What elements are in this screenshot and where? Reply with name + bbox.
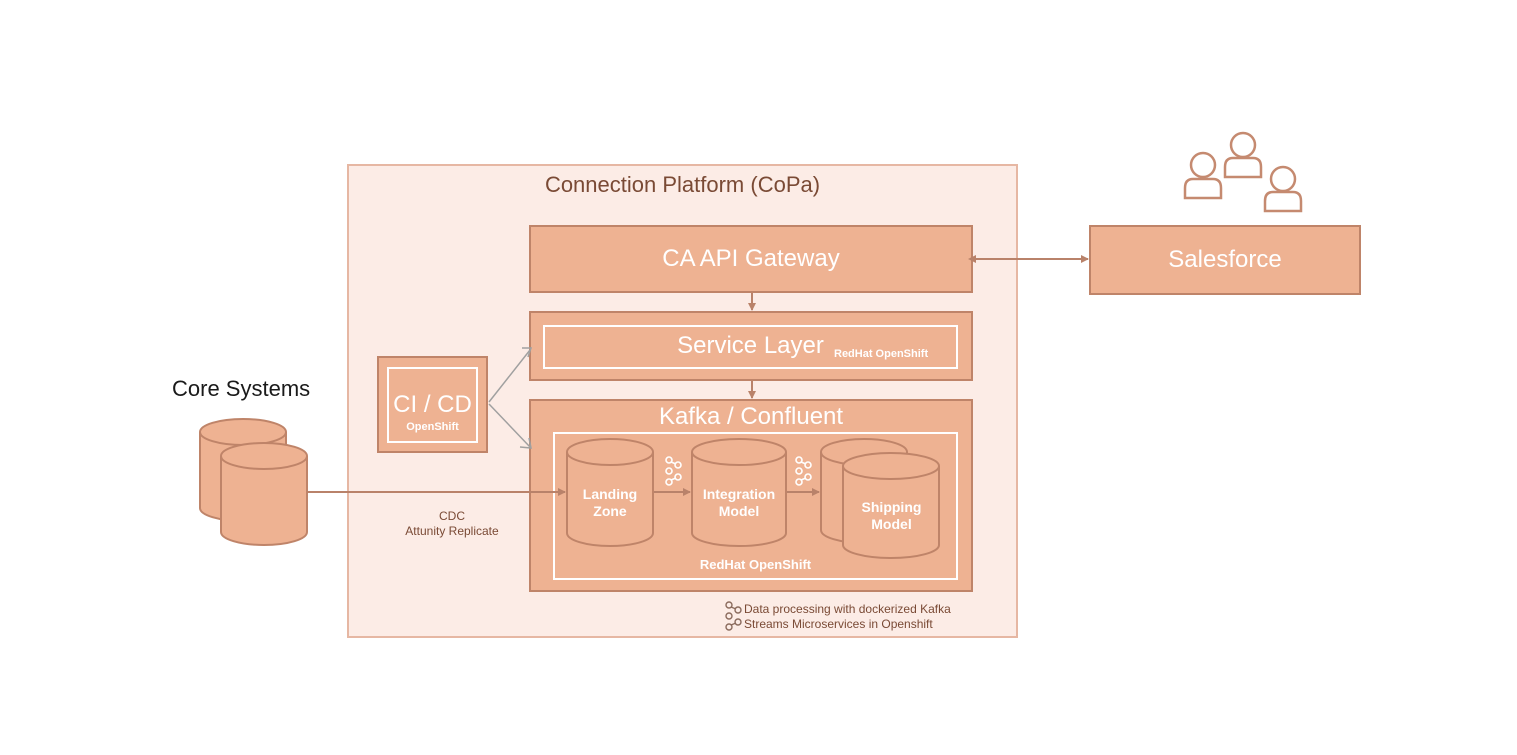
landing-zone-label: Landing Zone bbox=[565, 486, 655, 520]
kafka-inner-frame bbox=[553, 432, 958, 580]
cicd-platform-tag: OpenShift bbox=[406, 421, 459, 433]
service-layer-box[interactable] bbox=[529, 311, 973, 381]
service-layer-label: Service Layer bbox=[677, 332, 824, 359]
ca-api-gateway-box[interactable]: CA API Gateway bbox=[529, 225, 973, 293]
integration-model-label-line: Integration bbox=[702, 486, 776, 502]
salesforce-box[interactable]: Salesforce bbox=[1089, 225, 1361, 295]
shipping-model-label-line: Model bbox=[871, 516, 912, 532]
cicd-inner-frame bbox=[387, 367, 478, 443]
kafka-confluent-label: Kafka / Confluent bbox=[658, 403, 844, 430]
legend-line: Streams Microservices in Openshift bbox=[744, 617, 933, 631]
service-layer-inner-frame bbox=[543, 325, 958, 369]
core-systems-label: Core Systems bbox=[172, 376, 311, 401]
kafka-platform-tag: RedHat OpenShift bbox=[699, 557, 812, 572]
legend-line: Data processing with dockerized Kafka bbox=[744, 602, 951, 616]
cdc-connector-label: CDC Attunity Replicate bbox=[392, 509, 512, 539]
salesforce-label: Salesforce bbox=[1168, 246, 1282, 273]
cdc-label-line: CDC bbox=[439, 509, 465, 523]
users-group-icon bbox=[1183, 131, 1303, 213]
kafka-streams-legend: Data processing with dockerized Kafka St… bbox=[744, 602, 951, 632]
cdc-label-line: Attunity Replicate bbox=[405, 524, 499, 538]
core-systems-database-icon bbox=[199, 418, 308, 546]
cicd-label: CI / CD bbox=[393, 391, 472, 418]
platform-title: Connection Platform (CoPa) bbox=[544, 172, 821, 197]
ca-api-gateway-label: CA API Gateway bbox=[662, 245, 840, 272]
shipping-model-label-line: Shipping bbox=[861, 499, 922, 515]
cicd-box[interactable] bbox=[377, 356, 488, 453]
integration-model-label: Integration Model bbox=[690, 486, 788, 520]
service-layer-platform-tag: RedHat OpenShift bbox=[834, 348, 929, 360]
landing-zone-label-line: Zone bbox=[593, 503, 627, 519]
shipping-model-label: Shipping Model bbox=[842, 499, 941, 533]
landing-zone-label-line: Landing bbox=[582, 486, 638, 502]
integration-model-label-line: Model bbox=[718, 503, 760, 519]
